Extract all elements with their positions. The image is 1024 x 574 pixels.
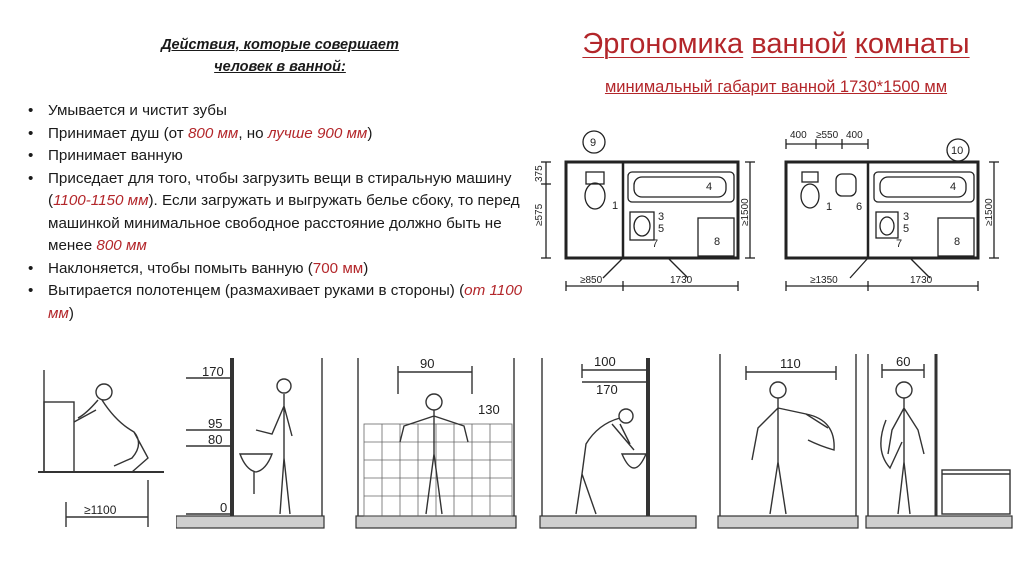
- figure-squat: ≥1100: [38, 370, 164, 527]
- squat-dim-1100: ≥1100: [84, 503, 117, 517]
- height-80: 80: [208, 432, 222, 447]
- plan9-label-7: 7: [652, 238, 658, 250]
- action-text: Приседает для того, чтобы загрузить вещи…: [48, 169, 512, 210]
- figure-towel-narrow: 60: [865, 354, 1013, 529]
- action-highlight: 700 мм: [312, 259, 364, 277]
- plan10-dim-1500: ≥1500: [984, 198, 995, 226]
- floor-plan-9: 9 375 ≥575 ≥850 1730 ≥1500 1 3 4 5 7 8: [534, 130, 755, 291]
- plan9-dim-375: 375: [534, 165, 545, 182]
- plan10-label-4: 4: [950, 181, 956, 193]
- actions-heading-line-1: Действия, которые совершает: [161, 37, 399, 53]
- action-text: Принимает ванную: [48, 147, 183, 164]
- plan9-label-4: 4: [706, 181, 712, 193]
- plan10-label-6: 6: [856, 201, 862, 213]
- washing-width-90: 90: [420, 356, 434, 371]
- plan10-label-1: 1: [826, 201, 832, 213]
- plan9-label-3: 3: [658, 211, 664, 223]
- plan10-dim-1350: ≥1350: [810, 275, 838, 286]
- page-subtitle: минимальный габарит ванной 1730*1500 мм: [604, 78, 948, 96]
- bending-width-100: 100: [594, 354, 616, 369]
- plan9-dim-575: ≥575: [534, 203, 545, 226]
- action-highlight: от 1100 мм: [48, 282, 523, 322]
- action-text: Вытирается полотенцем (размахивает рукам…: [48, 282, 465, 299]
- action-text: ): [363, 259, 369, 277]
- figure-heights: 170 95 80 0: [176, 358, 325, 529]
- plan9-number: 9: [590, 137, 596, 149]
- towel-narrow-60: 60: [896, 354, 910, 369]
- washing-height-130: 130: [478, 402, 500, 417]
- plan9-dim-1500: ≥1500: [740, 198, 751, 226]
- action-highlight: лучше 900 мм: [267, 124, 368, 142]
- figure-towel-wide: 110: [717, 354, 859, 529]
- action-text: ): [68, 304, 74, 322]
- figure-bending: 100 170: [539, 354, 697, 529]
- plan9-label-1: 1: [612, 200, 618, 212]
- plan10-dim-1730: 1730: [910, 275, 933, 286]
- actions-heading-line-2: человек в ванной:: [214, 59, 346, 75]
- action-text: Принимает душ (от: [48, 124, 188, 142]
- page-title: Эргономика ванной комнаты: [536, 28, 1016, 61]
- plan10-label-8: 8: [954, 236, 960, 248]
- plan10-dim-400: 400: [790, 130, 807, 141]
- action-item: Вытирается полотенцем (размахивает рукам…: [28, 280, 528, 325]
- figure-washing: 90 130: [355, 356, 517, 529]
- title-word-1: Эргономика: [582, 28, 744, 60]
- plan10-label-5: 5: [903, 223, 909, 235]
- plan9-dim-850: ≥850: [580, 275, 603, 286]
- action-item: Наклоняется, чтобы помыть ванную (700 мм…: [28, 258, 528, 281]
- action-highlight: 1100-1150 мм: [53, 192, 149, 209]
- plan10-label-7: 7: [896, 238, 902, 250]
- action-text: ). Если загружать и выгружать белье сбок…: [48, 192, 520, 254]
- action-item: Принимает душ (от 800 мм, но лучше 900 м…: [28, 123, 528, 146]
- plan10-dim-550: ≥550: [816, 130, 839, 141]
- title-word-2: ванной: [751, 28, 847, 60]
- height-170: 170: [202, 364, 224, 379]
- action-text: ): [367, 124, 373, 142]
- plan10-dim-400b: 400: [846, 130, 863, 141]
- actions-heading: Действия, которые совершает человек в ва…: [120, 34, 440, 78]
- plan9-label-5: 5: [658, 223, 664, 235]
- action-item: Принимает ванную: [28, 145, 528, 168]
- floor-plan-10: 10 400 ≥550 400 ≥1350 1730 ≥1500 1 6 3 4…: [784, 130, 999, 291]
- bending-height-170: 170: [596, 382, 618, 397]
- height-95: 95: [208, 416, 222, 431]
- action-text: Наклоняется, чтобы помыть ванную (: [48, 259, 313, 277]
- action-highlight: 800 мм: [187, 124, 239, 142]
- plan10-number: 10: [951, 145, 963, 157]
- plan9-dim-1730: 1730: [670, 275, 693, 286]
- action-item: Приседает для того, чтобы загрузить вещи…: [28, 168, 528, 258]
- action-text: Умывается и чистит зубы: [48, 102, 227, 119]
- height-0: 0: [220, 500, 227, 515]
- actions-list: Умывается и чистит зубыПринимает душ (от…: [28, 100, 528, 325]
- action-text: , но: [238, 124, 268, 142]
- title-word-3: комнаты: [854, 28, 970, 60]
- plan10-label-3: 3: [903, 211, 909, 223]
- action-item: Умывается и чистит зубы: [28, 100, 528, 123]
- towel-wide-110: 110: [780, 356, 801, 371]
- plan9-label-8: 8: [714, 236, 720, 248]
- action-highlight: 800 мм: [96, 237, 147, 254]
